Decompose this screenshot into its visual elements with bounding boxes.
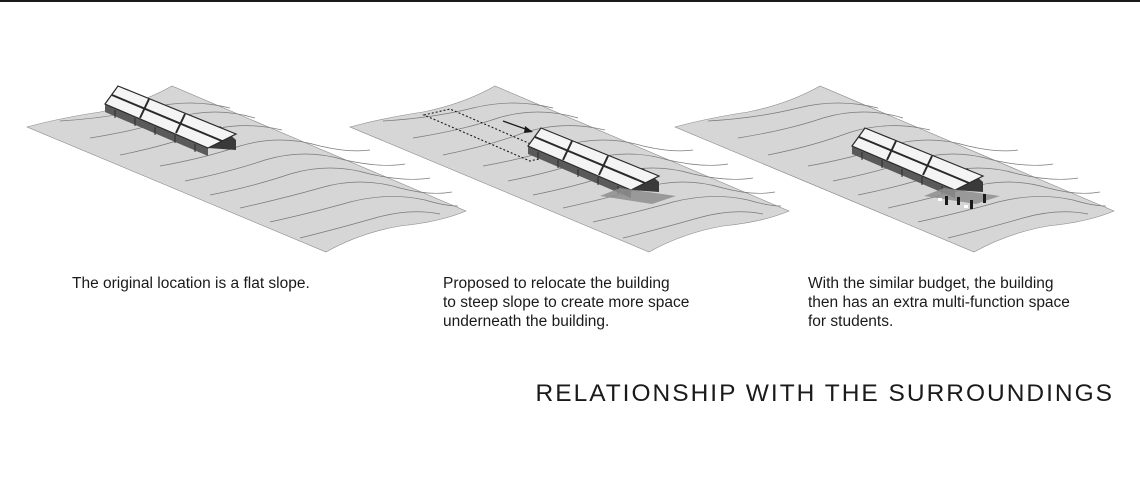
caption-line: The original location is a flat slope. [72, 275, 310, 292]
caption-line: then has an extra multi-function space [808, 294, 1070, 311]
top-border-rule [0, 0, 1140, 2]
page-title: RELATIONSHIP WITH THE SURROUNDINGS [535, 380, 1114, 407]
caption-original-location: The original location is a flat slope. [72, 274, 310, 293]
caption-line: underneath the building. [443, 313, 610, 330]
caption-multi-function-space: With the similar budget, the building th… [808, 274, 1070, 331]
caption-line: for students. [808, 313, 894, 330]
caption-line: Proposed to relocate the building [443, 275, 670, 292]
terrain-panel-1 [26, 85, 467, 253]
terrain-panel-2 [349, 85, 790, 253]
terrain-panel-3 [674, 85, 1115, 253]
caption-proposed-relocation: Proposed to relocate the building to ste… [443, 274, 689, 331]
caption-line: With the similar budget, the building [808, 275, 1054, 292]
site-diagrams [26, 85, 1115, 253]
caption-line: to steep slope to create more space [443, 294, 690, 311]
